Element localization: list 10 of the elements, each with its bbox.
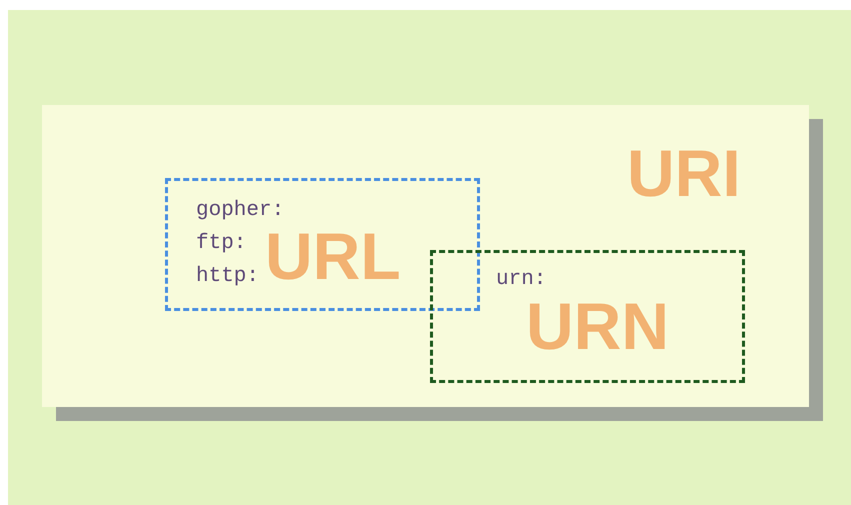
region-title: URI xyxy=(627,140,741,206)
scheme-label: urn: xyxy=(496,268,546,292)
dashed-region-box xyxy=(430,250,745,383)
region-title: URL xyxy=(265,223,401,289)
scheme-label: ftp: xyxy=(196,232,246,256)
scheme-label: gopher: xyxy=(196,199,284,223)
outer-panel xyxy=(42,105,809,407)
region-title: URN xyxy=(526,293,669,359)
dashed-region-box xyxy=(165,178,480,311)
scheme-label: http: xyxy=(196,265,260,289)
